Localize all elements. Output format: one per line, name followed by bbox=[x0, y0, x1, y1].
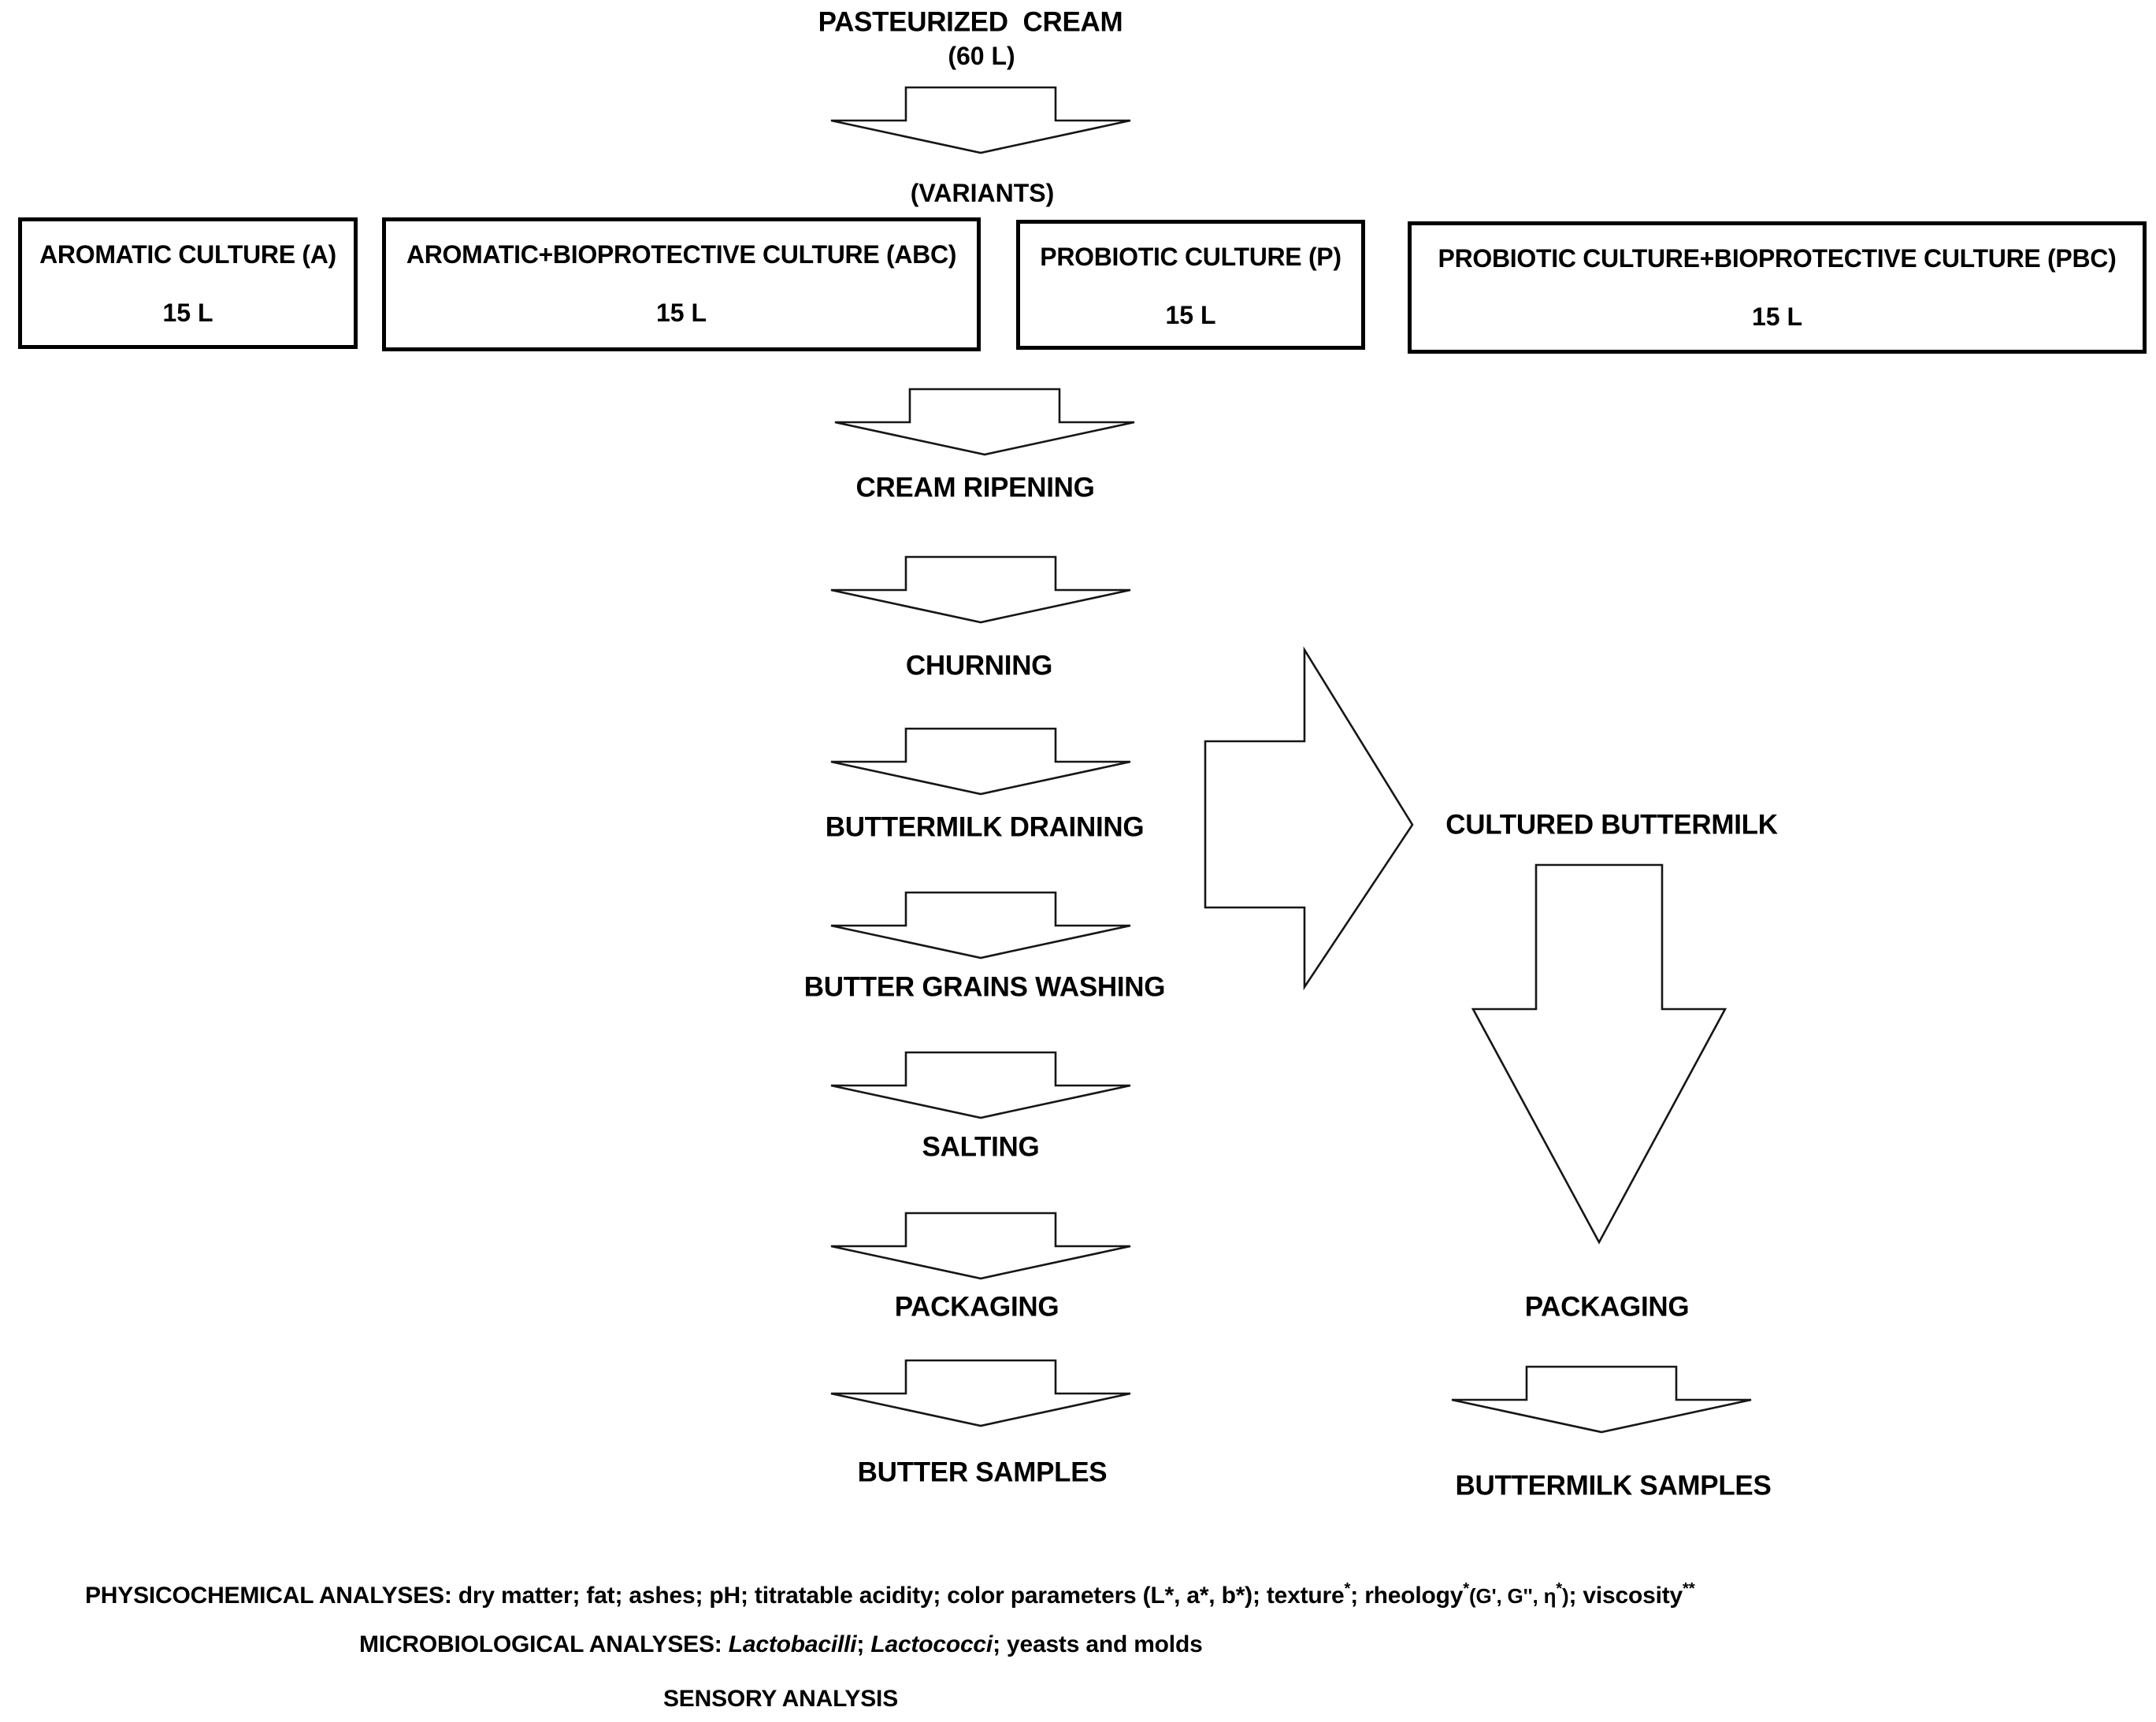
physicochemical-items: dry matter; fat; ashes; pH; titratable a… bbox=[458, 1583, 1345, 1609]
tall-down-arrow-icon bbox=[1471, 863, 1727, 1245]
down-arrow-icon-7 bbox=[829, 1212, 1132, 1280]
down-arrow-icon-9 bbox=[1450, 1365, 1753, 1434]
step-buttermilk-samples: BUTTERMILK SAMPLES bbox=[1455, 1470, 1772, 1501]
step-cream-ripening: CREAM RIPENING bbox=[855, 472, 1095, 503]
variant-title: PROBIOTIC CULTURE+BIOPROTECTIVE CULTURE … bbox=[1438, 244, 2117, 273]
rheology-footnote-marker: * bbox=[1463, 1579, 1470, 1598]
variant-volume: 15 L bbox=[1165, 301, 1216, 329]
step-salting: SALTING bbox=[922, 1131, 1040, 1163]
lactobacilli-label: Lactobacilli bbox=[728, 1631, 857, 1657]
microbiological-analyses-line: MICROBIOLOGICAL ANALYSES: Lactobacilli ; … bbox=[359, 1633, 1203, 1657]
physicochemical-analyses-line: PHYSICOCHEMICAL ANALYSES: dry matter; fa… bbox=[85, 1581, 1695, 1609]
down-arrow-icon-5 bbox=[829, 891, 1132, 959]
variant-volume: 15 L bbox=[1751, 302, 1803, 331]
microbiological-tail: ; yeasts and molds bbox=[993, 1631, 1203, 1657]
rheology-parameters-open: (G', G'', bbox=[1469, 1584, 1544, 1608]
title-volume: (60 L) bbox=[948, 42, 1015, 70]
variant-box-aromatic-bioprotective: AROMATIC+BIOPROTECTIVE CULTURE (ABC) 15 … bbox=[382, 217, 981, 351]
variants-label: (VARIANTS) bbox=[910, 179, 1055, 207]
eta-symbol: η bbox=[1543, 1584, 1557, 1608]
step-butter-samples: BUTTER SAMPLES bbox=[857, 1457, 1108, 1488]
step-churning: CHURNING bbox=[905, 650, 1053, 681]
lactococci-label: Lactococci bbox=[870, 1631, 993, 1657]
variant-volume: 15 L bbox=[655, 299, 707, 327]
down-arrow-icon-6 bbox=[829, 1051, 1132, 1119]
microbiological-heading: MICROBIOLOGICAL ANALYSES: bbox=[359, 1631, 729, 1657]
physicochemical-items-2: ; rheology bbox=[1350, 1583, 1464, 1609]
down-arrow-icon-3 bbox=[829, 555, 1132, 624]
physicochemical-items-3: ; viscosity bbox=[1568, 1583, 1683, 1609]
step-butter-grains-washing: BUTTER GRAINS WASHING bbox=[803, 971, 1166, 1003]
step-packaging-buttermilk: PACKAGING bbox=[1524, 1291, 1690, 1323]
down-arrow-icon-8 bbox=[829, 1359, 1132, 1427]
page-title: PASTEURIZED CREAM bbox=[818, 6, 1123, 38]
viscosity-footnote-marker: ** bbox=[1683, 1579, 1695, 1598]
right-arrow-icon bbox=[1204, 646, 1414, 991]
variant-box-aromatic: AROMATIC CULTURE (A) 15 L bbox=[18, 217, 358, 349]
microbiological-separator: ; bbox=[856, 1631, 871, 1657]
variant-box-probiotic-bioprotective: PROBIOTIC CULTURE+BIOPROTECTIVE CULTURE … bbox=[1408, 221, 2147, 354]
physicochemical-heading: PHYSICOCHEMICAL ANALYSES: bbox=[85, 1583, 458, 1609]
variant-volume: 15 L bbox=[162, 299, 213, 327]
down-arrow-icon-1 bbox=[829, 86, 1132, 154]
eta-footnote-marker: * bbox=[1556, 1579, 1563, 1598]
rheology-parameters-close: ) bbox=[1562, 1584, 1569, 1608]
texture-footnote-marker: * bbox=[1344, 1579, 1351, 1598]
variant-title: PROBIOTIC CULTURE (P) bbox=[1040, 243, 1341, 271]
variant-box-probiotic: PROBIOTIC CULTURE (P) 15 L bbox=[1016, 220, 1365, 350]
variant-title: AROMATIC CULTURE (A) bbox=[39, 240, 336, 269]
down-arrow-icon-2 bbox=[833, 388, 1136, 456]
step-cultured-buttermilk: CULTURED BUTTERMILK bbox=[1445, 809, 1778, 841]
sensory-analysis-line: SENSORY ANALYSIS bbox=[663, 1686, 899, 1712]
variant-title: AROMATIC+BIOPROTECTIVE CULTURE (ABC) bbox=[406, 240, 957, 269]
down-arrow-icon-4 bbox=[829, 727, 1132, 796]
step-buttermilk-draining: BUTTERMILK DRAINING bbox=[825, 811, 1145, 843]
step-packaging-butter: PACKAGING bbox=[894, 1291, 1059, 1323]
